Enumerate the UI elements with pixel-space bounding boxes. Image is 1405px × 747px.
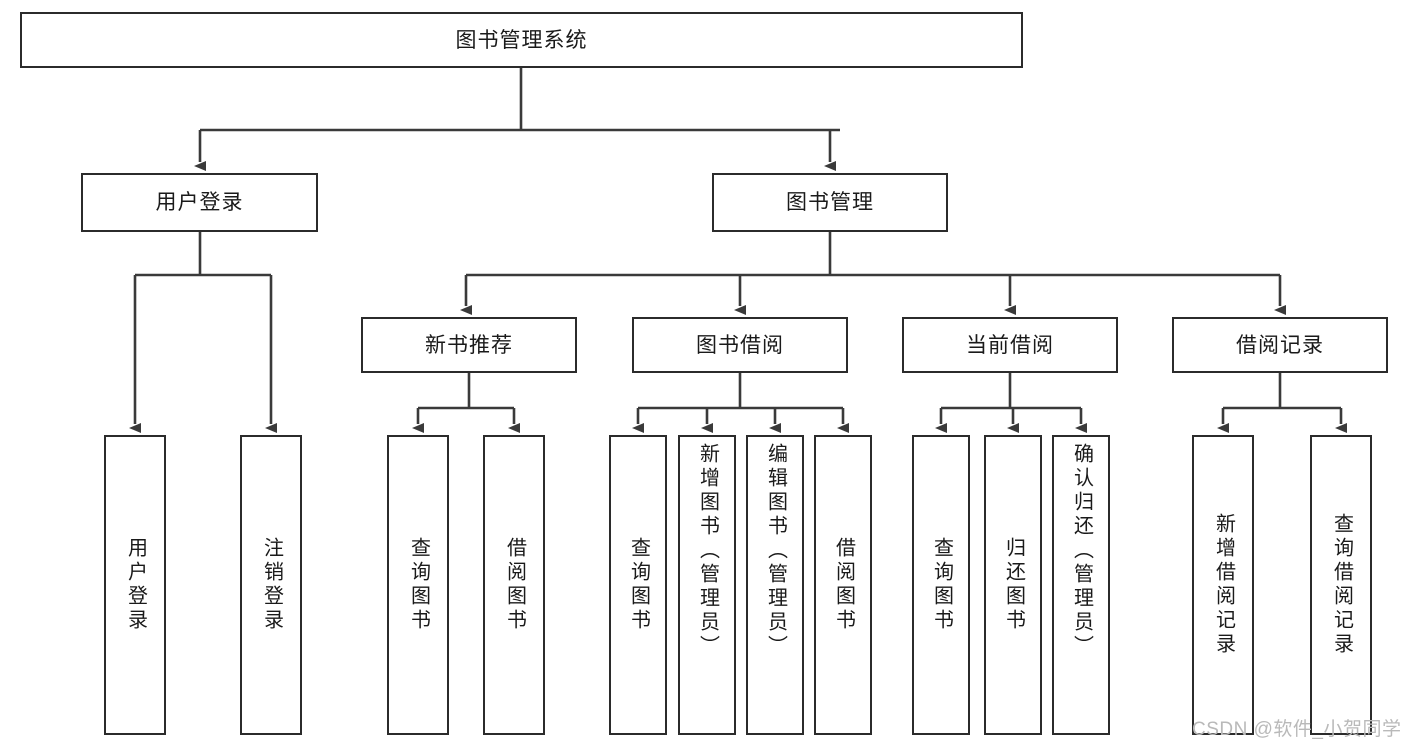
node-leaf-query-book-1-label: 查询图书 [407, 537, 430, 633]
node-leaf-borrow-book-1-label: 借阅图书 [503, 537, 526, 633]
node-leaf-borrow-book-2[interactable]: 借阅图书 [814, 435, 872, 735]
node-leaf-add-record[interactable]: 新增借阅记录 [1192, 435, 1254, 735]
csdn-watermark: CSDN @软件_小贺同学 [1192, 719, 1402, 740]
node-leaf-query-record-label: 查询借阅记录 [1330, 513, 1353, 657]
node-leaf-query-record[interactable]: 查询借阅记录 [1310, 435, 1372, 735]
node-leaf-query-book-2[interactable]: 查询图书 [609, 435, 667, 735]
node-new-book-rec[interactable]: 新书推荐 [361, 317, 577, 373]
node-user-login[interactable]: 用户登录 [81, 173, 318, 232]
node-leaf-add-record-label: 新增借阅记录 [1212, 513, 1235, 657]
node-leaf-user-login-label: 用户登录 [124, 537, 147, 633]
node-root[interactable]: 图书管理系统 [20, 12, 1023, 68]
node-leaf-borrow-book-1[interactable]: 借阅图书 [483, 435, 545, 735]
node-leaf-logout-label: 注销登录 [260, 537, 283, 633]
node-user-login-label: 用户登录 [155, 191, 244, 214]
node-leaf-logout[interactable]: 注销登录 [240, 435, 302, 735]
node-current-borrow[interactable]: 当前借阅 [902, 317, 1118, 373]
node-book-manage[interactable]: 图书管理 [712, 173, 948, 232]
node-leaf-return-book[interactable]: 归还图书 [984, 435, 1042, 735]
node-book-borrow-label: 图书借阅 [696, 333, 784, 357]
node-leaf-borrow-book-2-label: 借阅图书 [832, 537, 855, 633]
node-leaf-user-login[interactable]: 用户登录 [104, 435, 166, 735]
node-leaf-add-book[interactable]: 新增图书（管理员） [678, 435, 736, 735]
node-new-book-rec-label: 新书推荐 [425, 333, 513, 357]
node-leaf-edit-book-label: 编辑图书（管理员） [764, 443, 787, 659]
node-book-manage-label: 图书管理 [786, 191, 874, 214]
node-book-borrow[interactable]: 图书借阅 [632, 317, 848, 373]
node-leaf-confirm-return-label: 确认归还（管理员） [1070, 443, 1093, 659]
node-leaf-query-book-3[interactable]: 查询图书 [912, 435, 970, 735]
node-current-borrow-label: 当前借阅 [966, 333, 1054, 357]
node-leaf-return-book-label: 归还图书 [1002, 537, 1025, 633]
node-leaf-query-book-1[interactable]: 查询图书 [387, 435, 449, 735]
node-leaf-query-book-3-label: 查询图书 [930, 537, 953, 633]
node-borrow-record[interactable]: 借阅记录 [1172, 317, 1388, 373]
node-leaf-confirm-return[interactable]: 确认归还（管理员） [1052, 435, 1110, 735]
node-leaf-query-book-2-label: 查询图书 [627, 537, 650, 633]
node-borrow-record-label: 借阅记录 [1236, 333, 1324, 357]
node-root-label: 图书管理系统 [455, 28, 588, 52]
node-leaf-edit-book[interactable]: 编辑图书（管理员） [746, 435, 804, 735]
node-leaf-add-book-label: 新增图书（管理员） [696, 443, 719, 659]
